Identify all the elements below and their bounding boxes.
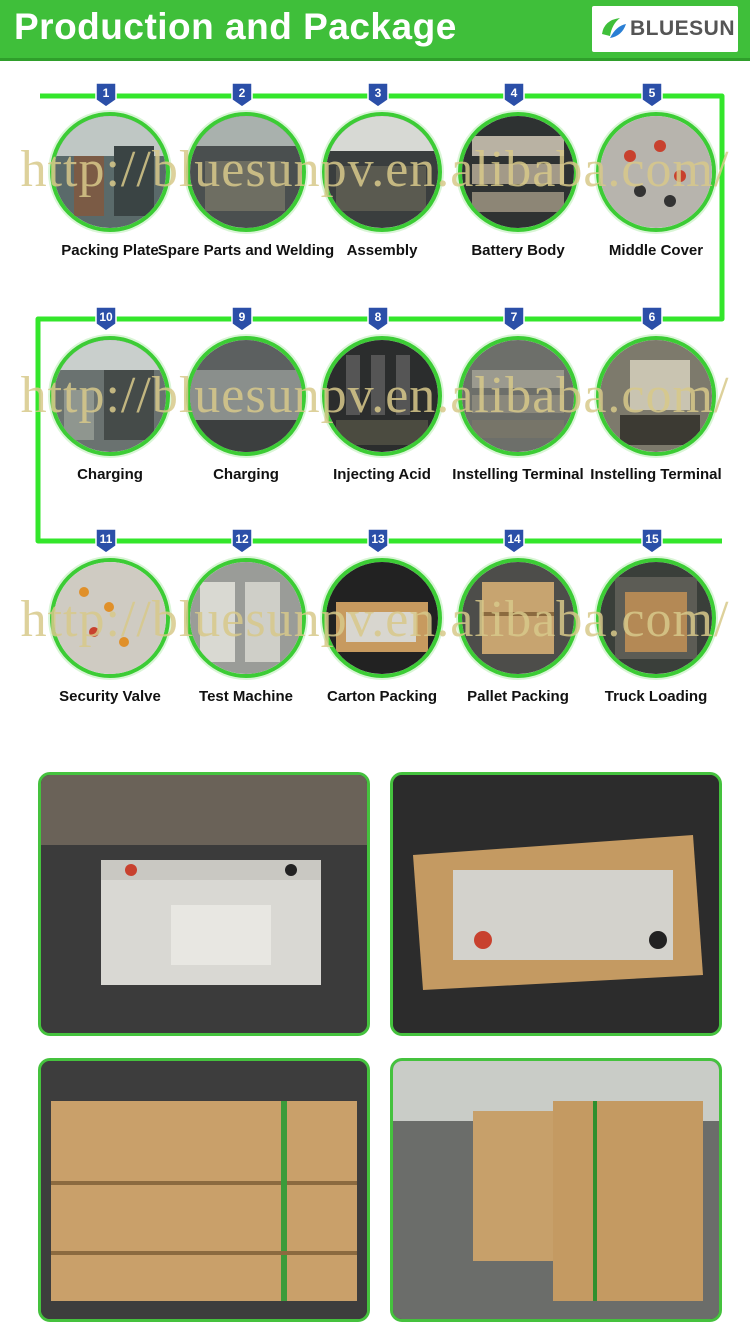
step-number-badge: 14 (503, 528, 525, 554)
step-number-badge: 2 (231, 82, 253, 108)
step-4: 4 Battery Body (448, 82, 588, 282)
step-photo (322, 112, 442, 232)
step-number-badge: 4 (503, 82, 525, 108)
step-8: 8 Injecting Acid (312, 306, 452, 506)
step-label: Injecting Acid (333, 466, 431, 483)
step-label: Instelling Terminal (452, 466, 584, 483)
leaf-logo-icon (602, 18, 626, 38)
step-label: Test Machine (199, 688, 293, 705)
step-photo (458, 336, 578, 456)
step-number-badge: 6 (641, 306, 663, 332)
step-label: Packing Plate (61, 242, 159, 259)
step-number-badge: 8 (367, 306, 389, 332)
step-photo (458, 112, 578, 232)
step-label: Instelling Terminal (590, 466, 722, 483)
step-number-badge: 5 (641, 82, 663, 108)
step-number-badge: 3 (367, 82, 389, 108)
step-photo (50, 112, 170, 232)
step-photo (322, 558, 442, 678)
step-number-badge: 10 (95, 306, 117, 332)
step-3: 3 Assembly (312, 82, 452, 282)
step-11: 11 Security Valve (40, 528, 180, 728)
step-15: 15 Truck Loading (586, 528, 726, 728)
step-photo (186, 336, 306, 456)
stacked-cartons-photo (38, 1058, 370, 1322)
step-label: Truck Loading (604, 688, 708, 705)
step-number-badge: 11 (95, 528, 117, 554)
step-label: Pallet Packing (467, 688, 569, 705)
pallet-packing-photo (390, 1058, 722, 1322)
step-label: Battery Body (471, 242, 565, 259)
logo-text: BLUESUN (630, 17, 736, 40)
carton-packing-photo (390, 772, 722, 1036)
step-6: 6 Instelling Terminal (586, 306, 726, 506)
step-10: 10 Charging (40, 306, 180, 506)
step-label: Middle Cover (608, 242, 704, 259)
step-number-badge: 7 (503, 306, 525, 332)
bluesun-logo: BLUESUN (592, 6, 738, 52)
step-photo (596, 558, 716, 678)
step-12: 12 Test Machine (176, 528, 316, 728)
step-label: Security Valve (59, 688, 161, 705)
step-1: 1 Packing Plate (40, 82, 180, 282)
step-2: 2 Spare Parts and Welding (158, 82, 334, 282)
step-number-badge: 13 (367, 528, 389, 554)
step-label: Carton Packing (326, 688, 438, 705)
step-5: 5 Middle Cover (586, 82, 726, 282)
step-photo (458, 558, 578, 678)
step-label: Spare Parts and Welding (157, 242, 335, 259)
step-number-badge: 9 (231, 306, 253, 332)
step-number-badge: 1 (95, 82, 117, 108)
step-photo (186, 558, 306, 678)
step-14: 14 Pallet Packing (448, 528, 588, 728)
step-label: Charging (213, 466, 279, 483)
page-title: Production and Package (14, 6, 457, 47)
step-number-badge: 12 (231, 528, 253, 554)
step-label: Assembly (346, 242, 418, 259)
step-number-badge: 15 (641, 528, 663, 554)
step-7: 7 Instelling Terminal (448, 306, 588, 506)
step-photo (186, 112, 306, 232)
step-13: 13 Carton Packing (312, 528, 452, 728)
step-9: 9 Charging (176, 306, 316, 506)
header-bar: Production and Package BLUESUN (0, 0, 750, 61)
step-photo (50, 336, 170, 456)
step-photo (50, 558, 170, 678)
step-photo (596, 336, 716, 456)
step-label: Charging (77, 466, 143, 483)
battery-product-photo (38, 772, 370, 1036)
step-photo (596, 112, 716, 232)
step-photo (322, 336, 442, 456)
